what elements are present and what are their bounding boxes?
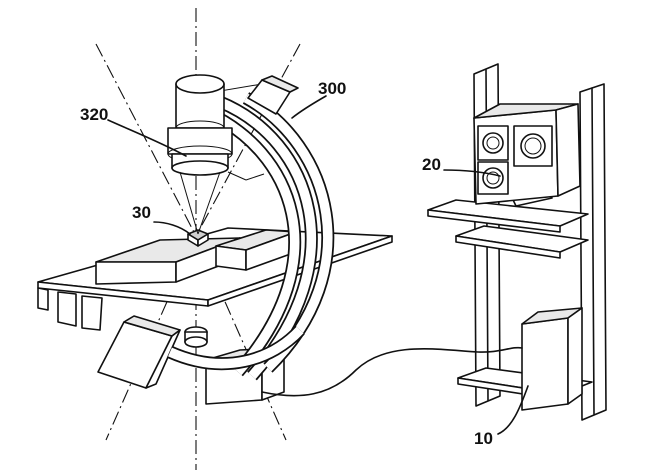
cable [261,346,523,397]
upper-tube-head [247,75,299,115]
x-ray-source [167,74,265,235]
c-arm [167,83,335,381]
leader-300 [291,95,327,119]
label-30: 30 [132,203,151,222]
leader-320 [107,119,187,157]
target-marker [187,229,209,247]
display-unit [473,103,581,207]
leader-10 [497,385,529,435]
label-300: 300 [318,79,346,98]
leader-20 [443,169,501,177]
detector-box [97,315,181,389]
label-10: 10 [474,429,493,448]
patient-table [37,227,393,331]
controller-box [521,307,583,411]
label-20: 20 [422,155,441,174]
label-320: 320 [80,105,108,124]
leader-30 [153,221,191,235]
